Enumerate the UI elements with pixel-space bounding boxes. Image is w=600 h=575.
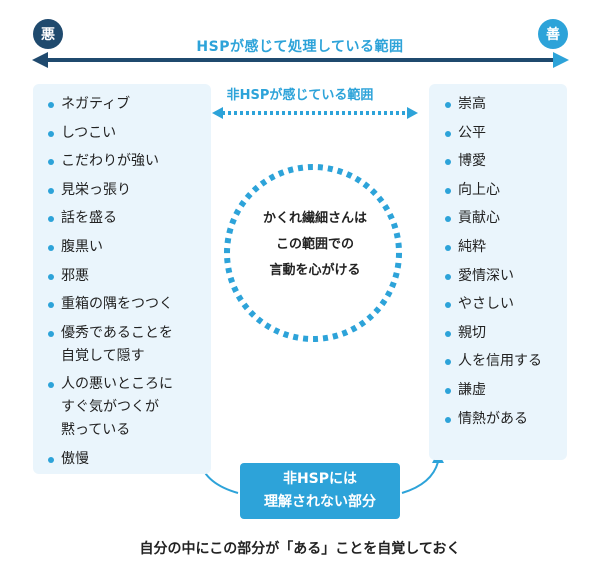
circle-text-line: かくれ繊細さんは	[262, 211, 367, 226]
list-item: 優秀であることを自覚して隠す	[48, 322, 218, 368]
list-item: 人を信用する	[445, 350, 565, 373]
list-item: 愛情深い	[445, 265, 565, 288]
circle-text-line: この範囲での	[275, 237, 354, 252]
list-item: 情熱がある	[445, 408, 565, 431]
list-item: 傲慢	[48, 448, 218, 471]
circle-text: かくれ繊細さんは この範囲での 言動を心がける	[230, 206, 400, 284]
list-item: しつこい	[48, 122, 218, 145]
circle-text-line: 言動を心がける	[269, 263, 361, 278]
bad-badge: 悪	[33, 19, 63, 49]
list-item: 純粋	[445, 236, 565, 259]
non-hsp-range-arrow	[212, 107, 418, 119]
list-item: 邪悪	[48, 265, 218, 288]
list-item: 見栄っ張り	[48, 179, 218, 202]
list-item: こだわりが強い	[48, 150, 218, 173]
callout-line: 理解されない部分	[264, 494, 376, 510]
bad-traits-panel	[33, 84, 211, 474]
list-item: 重箱の隅をつつく	[48, 293, 218, 316]
good-traits-panel	[429, 84, 567, 460]
non-hsp-callout: 非HSPには 理解されない部分	[240, 463, 400, 519]
list-item: 博愛	[445, 150, 565, 173]
caption: 自分の中にこの部分が「ある」ことを自覚しておく	[139, 541, 461, 557]
list-item: 親切	[445, 322, 565, 345]
list-item: 崇高	[445, 93, 565, 116]
list-item: 腹黒い	[48, 236, 218, 259]
list-item: 話を盛る	[48, 207, 218, 230]
list-item: 謙虚	[445, 379, 565, 402]
list-item: 人の悪いところにすぐ気がつくが黙っている	[48, 373, 218, 442]
hsp-range-arrow	[32, 52, 569, 68]
good-badge: 善	[538, 19, 568, 49]
hsp-range-label: HSPが感じて処理している範囲	[196, 39, 404, 55]
callout-line: 非HSPには	[282, 471, 358, 487]
focus-circle	[224, 164, 402, 342]
good-traits-list: 崇高 公平 博愛 向上心 貢献心 純粋 愛情深い やさしい 親切 人を信用する …	[445, 93, 565, 436]
bad-traits-list: ネガティブ しつこい こだわりが強い 見栄っ張り 話を盛る 腹黒い 邪悪 重箱の…	[48, 93, 218, 477]
list-item: ネガティブ	[48, 93, 218, 116]
list-item: 向上心	[445, 179, 565, 202]
list-item: 公平	[445, 122, 565, 145]
non-hsp-range-label: 非HSPが感じている範囲	[226, 88, 374, 103]
list-item: 貢献心	[445, 207, 565, 230]
list-item: やさしい	[445, 293, 565, 316]
